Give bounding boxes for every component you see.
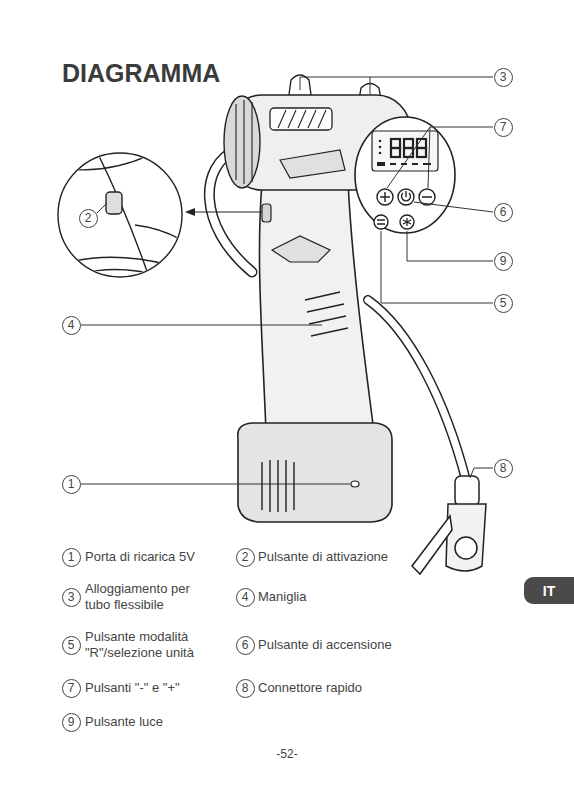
- callout-number: 7: [494, 118, 513, 137]
- zoom-circle: [58, 153, 182, 277]
- callout-text: 5: [500, 297, 507, 309]
- callout-number: 3: [494, 68, 513, 87]
- callout-text: 5: [68, 639, 75, 651]
- part-name: Pulsanti "-" e "+": [85, 680, 180, 696]
- callout-number: 5: [494, 294, 513, 313]
- leader-lines: [81, 77, 493, 484]
- light-symbol: [403, 218, 411, 226]
- battery-base: [238, 423, 392, 522]
- language-tab: IT: [524, 577, 574, 604]
- callout-text: 3: [68, 591, 75, 603]
- callout-text: 9: [68, 716, 75, 728]
- callout-text: 4: [242, 591, 249, 603]
- base-grill: [262, 460, 294, 512]
- callout-number: 3: [62, 588, 81, 607]
- callout-number: 9: [62, 713, 81, 732]
- display-buttons: [374, 189, 435, 229]
- connector-collar: [455, 476, 479, 506]
- callout-number: 6: [494, 203, 513, 222]
- callout-number: 8: [236, 679, 255, 698]
- callout-text: 6: [242, 639, 249, 651]
- lcd-digits: [391, 139, 426, 157]
- trigger: [262, 204, 271, 222]
- connector-lever: [412, 516, 452, 574]
- callout-number: 1: [62, 475, 81, 494]
- button-symbols: [377, 191, 432, 224]
- part-name: Pulsante modalità "R"/selezione unità: [85, 629, 200, 661]
- callout-text: 8: [242, 682, 249, 694]
- part-name: Pulsante luce: [85, 714, 163, 730]
- part-name: Alloggiamento per tubo flessibile: [85, 581, 200, 613]
- callout-text: 2: [85, 212, 92, 224]
- tab-text: IT: [543, 583, 555, 599]
- window-slats: [278, 110, 326, 128]
- page-number: -52-: [257, 746, 317, 762]
- display-face: [355, 117, 455, 233]
- callout-text: 4: [68, 319, 75, 331]
- callout-text: 9: [500, 255, 507, 267]
- head-end-cap: [224, 96, 260, 188]
- end-cap-ribs: [236, 100, 252, 184]
- zoom-pointer: [194, 212, 262, 213]
- diagram-title: DIAGRAMMA: [62, 59, 220, 88]
- callout-number: 1: [62, 548, 81, 567]
- part-name: Maniglia: [258, 589, 306, 605]
- grip-panel: [272, 236, 330, 262]
- connector-body: [446, 504, 486, 571]
- part-name: Porta di ricarica 5V: [85, 549, 195, 565]
- part-name: Connettore rapido: [258, 680, 362, 696]
- callout-number: 2: [236, 548, 255, 567]
- callout-text: 2: [242, 551, 249, 563]
- callout-text: 1: [68, 478, 75, 490]
- callout-number: 2: [79, 209, 98, 228]
- callout-number: 5: [62, 636, 81, 655]
- callout-text: 8: [500, 462, 507, 474]
- grip-grooves: [305, 292, 348, 336]
- zoom-detail: [60, 150, 182, 282]
- zoom-arrowhead: [185, 208, 195, 216]
- handle: [259, 182, 374, 432]
- lcd-indicators: [377, 140, 431, 166]
- callout-text: 7: [68, 682, 75, 694]
- callout-number: 7: [62, 679, 81, 698]
- head-panel: [280, 150, 345, 178]
- part-name: Pulsante di attivazione: [258, 549, 388, 565]
- callout-text: 3: [500, 71, 507, 83]
- head-window: [270, 108, 332, 130]
- callout-text: 6: [500, 206, 507, 218]
- callout-text: 1: [68, 551, 75, 563]
- callout-number: 4: [62, 316, 81, 335]
- callout-number: 9: [494, 252, 513, 271]
- callout-number: 8: [494, 459, 513, 478]
- callout-text: 7: [500, 121, 507, 133]
- connector-mouth: [455, 537, 477, 559]
- callout-number: 4: [236, 588, 255, 607]
- charging-port: [351, 481, 359, 487]
- lcd-screen: [372, 131, 438, 171]
- part-name: Pulsante di accensione: [258, 637, 392, 653]
- callout-number: 6: [236, 636, 255, 655]
